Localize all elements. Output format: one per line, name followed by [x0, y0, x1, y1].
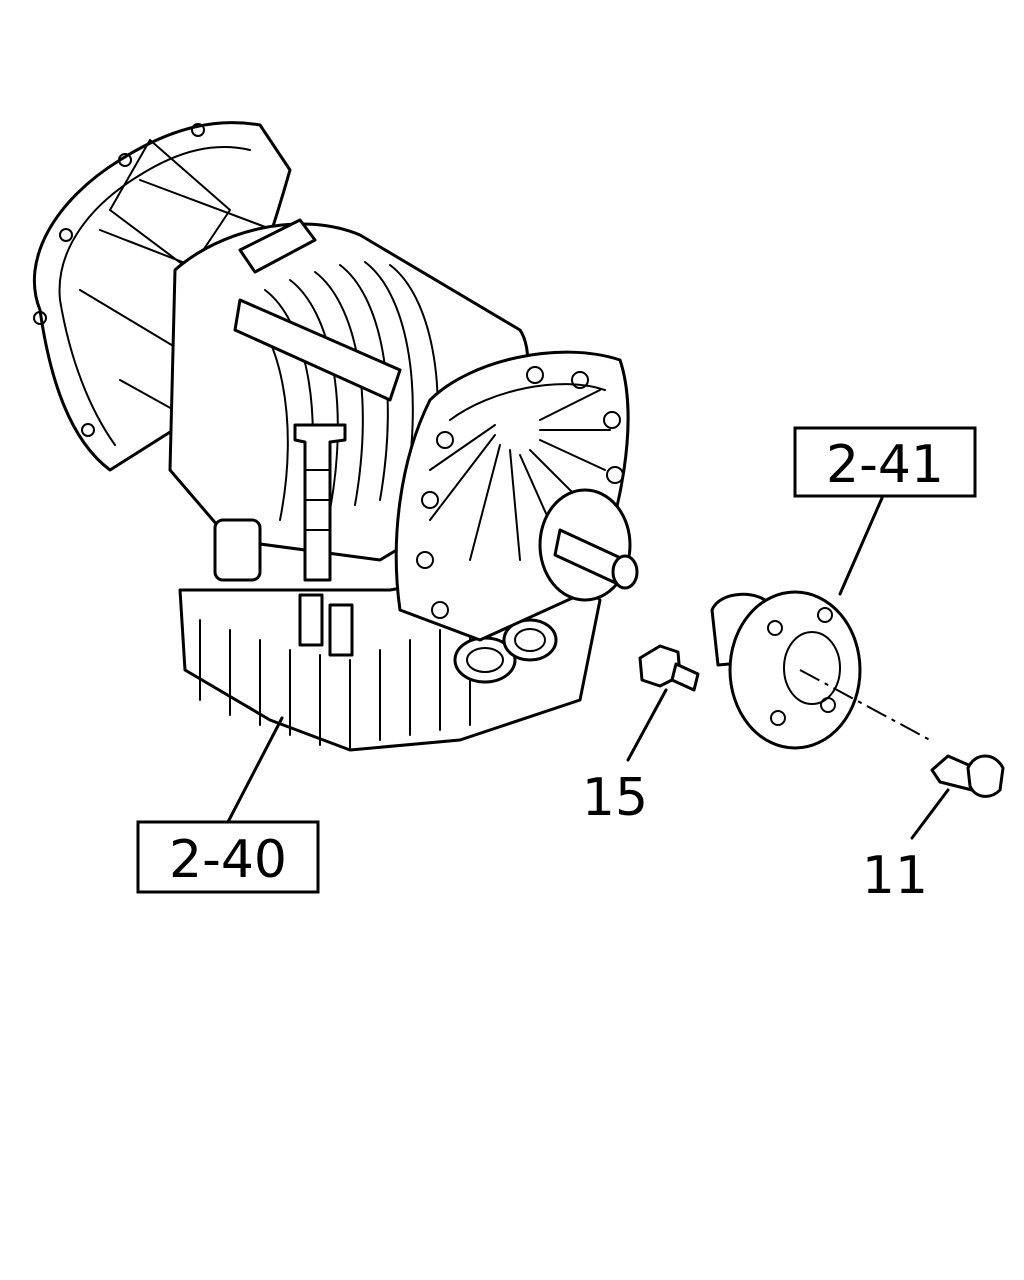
callout-11-label: 11: [862, 846, 928, 906]
leader-15: [626, 688, 668, 762]
callout-2-41: 2-41: [793, 426, 977, 498]
transmission-assembly: [32, 121, 639, 752]
callout-2-40: 2-40: [136, 820, 320, 894]
leader-11: [910, 788, 950, 840]
bolt-11: [930, 754, 1005, 798]
callout-2-41-label: 2-41: [826, 435, 944, 495]
companion-flange: [710, 590, 931, 750]
bolt-15: [638, 644, 700, 692]
callout-2-40-label: 2-40: [169, 830, 287, 890]
leader-2-40: [226, 716, 284, 824]
callout-15-label: 15: [582, 768, 648, 828]
leader-2-41: [838, 496, 884, 596]
